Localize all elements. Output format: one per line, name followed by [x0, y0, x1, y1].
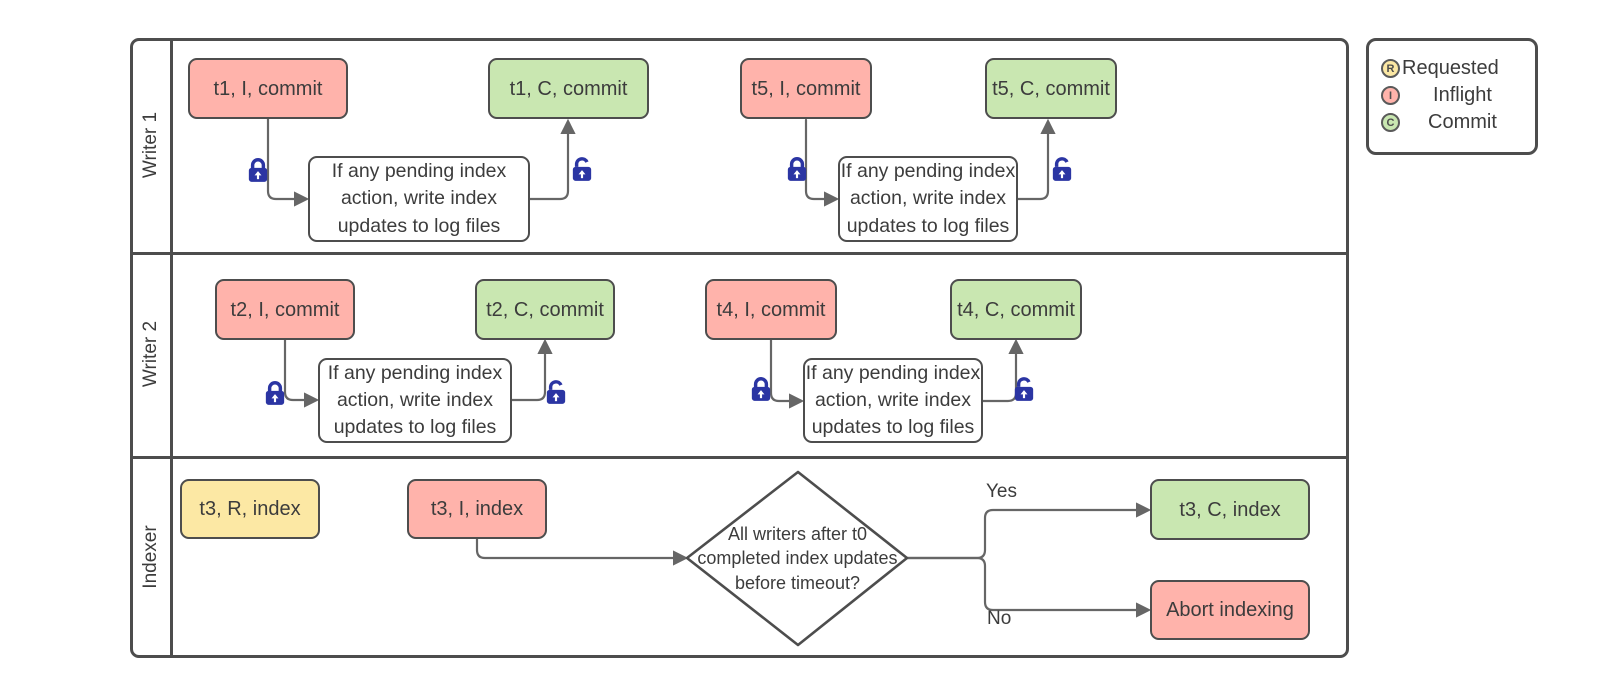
decision-diamond — [685, 470, 909, 647]
note-pending-index-w1a: If any pending index action, write index… — [308, 156, 530, 242]
lock-closed-icon — [263, 379, 287, 407]
node-t5-commit: t5, C, commit — [985, 58, 1117, 119]
node-t3-inflight: t3, I, index — [407, 479, 547, 539]
node-abort-indexing: Abort indexing — [1150, 580, 1310, 640]
node-t4-inflight: t4, I, commit — [705, 279, 837, 340]
node-t1-commit: t1, C, commit — [488, 58, 649, 119]
legend-item-label: Requested — [1402, 57, 1499, 79]
lock-open-icon — [544, 378, 568, 406]
lock-closed-icon — [749, 375, 773, 403]
node-t3-requested: t3, R, index — [180, 479, 320, 539]
lock-closed-icon — [785, 155, 809, 183]
connector-note-to-t1-commit — [528, 118, 576, 201]
legend-item-inflight: I Inflight — [1381, 82, 1525, 109]
decision-question: All writers after t0 completed index upd… — [697, 524, 898, 593]
node-t2-inflight: t2, I, commit — [215, 279, 355, 340]
note-pending-index-w2b: If any pending index action, write index… — [803, 358, 983, 443]
legend-item-label: Commit — [1428, 111, 1497, 133]
branch-label-yes: Yes — [986, 481, 1017, 502]
connector-note-to-t2-commit — [510, 338, 553, 402]
legend-item-commit: C Commit — [1381, 109, 1525, 136]
swimlane-frame — [130, 38, 1349, 658]
connector-t4-inflight-to-note — [769, 338, 805, 409]
node-t5-inflight: t5, I, commit — [740, 58, 872, 119]
lane-divider-2 — [133, 456, 1346, 459]
lane-divider-1 — [133, 252, 1346, 255]
legend-item-requested: R Requested — [1381, 55, 1525, 82]
node-t2-commit: t2, C, commit — [475, 279, 615, 340]
legend: R Requested I Inflight C Commit — [1366, 38, 1538, 155]
lock-open-icon — [1050, 155, 1074, 183]
requested-state-icon: R — [1381, 59, 1400, 78]
connector-t2-inflight-to-note — [283, 338, 320, 408]
node-t4-commit: t4, C, commit — [950, 279, 1082, 340]
connector-t3-inflight-to-decision — [475, 537, 689, 566]
legend-item-label: Inflight — [1433, 84, 1492, 106]
connector-note-to-t5-commit — [1016, 118, 1056, 201]
lane-label-divider — [170, 41, 173, 655]
connector-t5-inflight-to-note — [804, 118, 840, 207]
commit-state-icon: C — [1381, 113, 1400, 132]
lock-open-icon — [1012, 375, 1036, 403]
note-pending-index-w2a: If any pending index action, write index… — [318, 358, 512, 443]
inflight-state-icon: I — [1381, 86, 1400, 105]
lock-open-icon — [570, 155, 594, 183]
node-t1-inflight: t1, I, commit — [188, 58, 348, 119]
connector-decision-yes — [905, 502, 1152, 560]
lock-closed-icon — [246, 156, 270, 184]
node-t3-commit: t3, C, index — [1150, 479, 1310, 540]
note-pending-index-w1b: If any pending index action, write index… — [838, 156, 1018, 242]
branch-label-no: No — [987, 608, 1012, 629]
connector-t1-inflight-to-note — [266, 116, 310, 207]
connector-decision-no — [905, 556, 1152, 618]
